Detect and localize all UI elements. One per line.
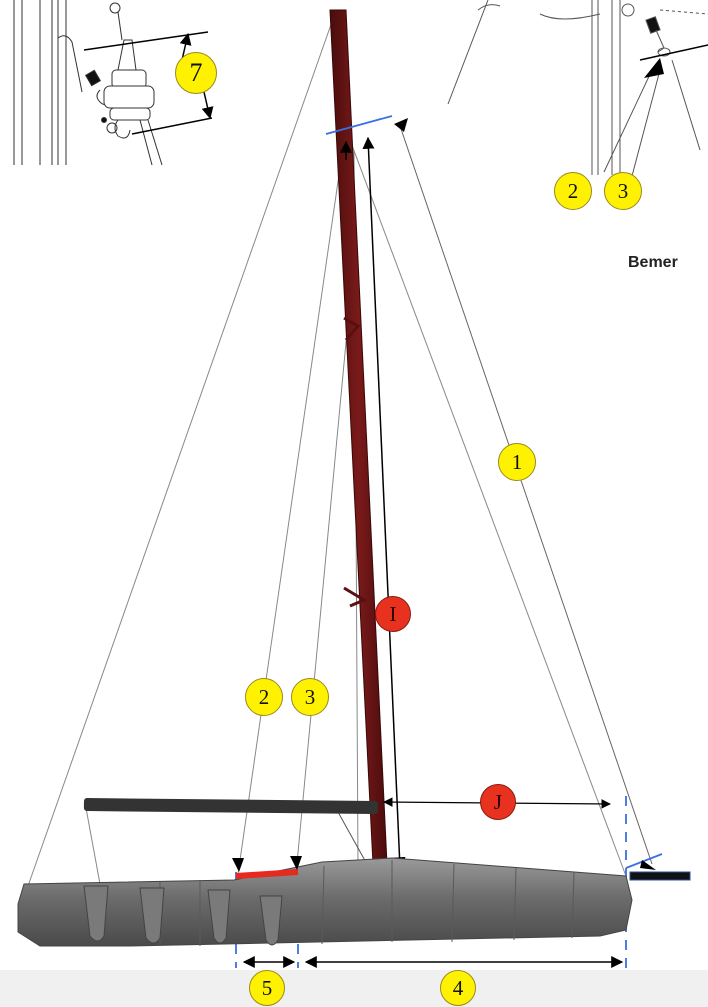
- footer-band: [0, 970, 708, 1007]
- label-inset-lower-shroud: 3: [604, 172, 642, 210]
- forestay: [349, 139, 627, 877]
- mast: [329, 9, 388, 865]
- label-base-length: 4: [440, 970, 476, 1006]
- spreader-upper: [343, 316, 361, 341]
- cap-shroud-arrow: [232, 858, 244, 872]
- chainplate-inset-arrow: [644, 58, 664, 78]
- label-forestay: 1: [498, 443, 536, 481]
- boom: [83, 798, 378, 815]
- note-text: Bemer: [628, 254, 678, 271]
- lower-shroud-arrow: [290, 856, 302, 870]
- hull: [17, 857, 633, 947]
- label-cap-shroud: 2: [245, 678, 283, 716]
- vang: [337, 811, 369, 867]
- label-lower-shroud: 3: [291, 678, 329, 716]
- forestay-bottom-arrow: [640, 860, 656, 870]
- cap-shroud: [237, 139, 345, 875]
- label-turnbuckle-length: 7: [175, 52, 217, 94]
- turnbuckle-inset: [13, 0, 213, 166]
- chainplate-bar: [235, 869, 299, 879]
- label-foretriangle-base: J: [480, 784, 516, 820]
- bowsprit: [629, 871, 691, 881]
- label-mast-height: I: [375, 596, 411, 632]
- forestay-top-arrow: [394, 118, 408, 132]
- aft-wire: [85, 807, 101, 885]
- forestay-dimension-line: [399, 125, 653, 865]
- mast-height-dimension: [362, 136, 406, 870]
- lower-shroud: [295, 299, 351, 875]
- turnbuckle-arrow-bottom: [201, 91, 214, 120]
- label-chainplate-span: 5: [249, 970, 285, 1006]
- backstay: [27, 15, 335, 887]
- blue-reference-marks: [235, 115, 663, 968]
- label-inset-cap-shroud: 2: [554, 172, 592, 210]
- transom-seats: [83, 885, 283, 946]
- chainplate-inset: [447, 0, 708, 177]
